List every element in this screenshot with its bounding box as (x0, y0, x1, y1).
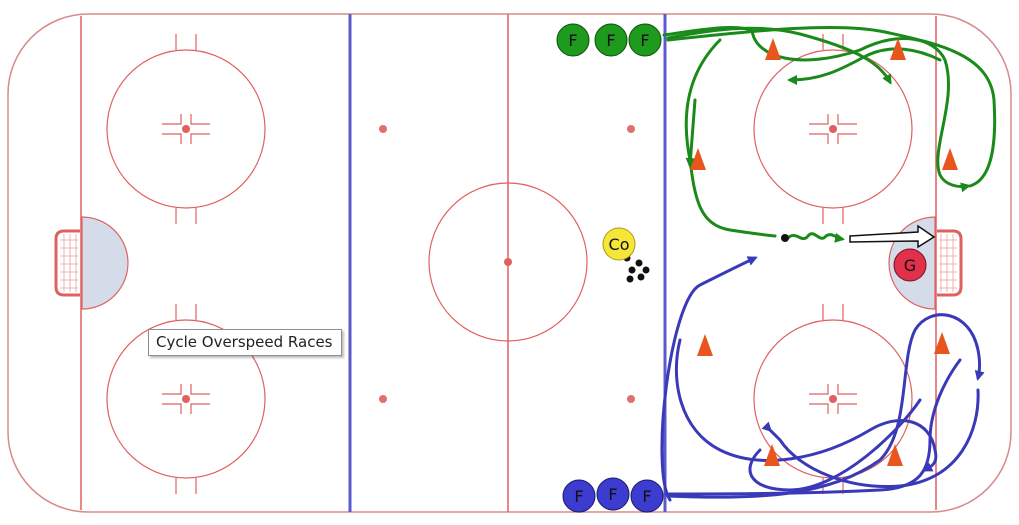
right-net-icon (937, 229, 963, 297)
cone-icon (697, 334, 713, 356)
coach-token[interactable]: Co (602, 227, 636, 261)
forward-token-blue-3[interactable]: F (630, 479, 664, 513)
blue-skating-routes (660, 256, 985, 502)
svg-text:Co: Co (609, 235, 630, 254)
faceoff-circle-bottom-left (106, 304, 266, 494)
svg-text:F: F (642, 487, 651, 506)
svg-text:G: G (904, 256, 916, 275)
shot-arrow (849, 224, 936, 249)
center-faceoff-dot (504, 258, 512, 266)
green-skating-routes (662, 25, 997, 243)
forward-token-green-3[interactable]: F (628, 23, 662, 57)
neutral-dot (627, 395, 635, 403)
cone-icon (942, 148, 958, 170)
svg-text:F: F (608, 485, 617, 504)
svg-text:F: F (574, 487, 583, 506)
forward-token-green-2[interactable]: F (594, 23, 628, 57)
cone-icon (764, 444, 780, 466)
neutral-dot (379, 125, 387, 133)
cone-icon (890, 38, 906, 60)
drill-title-tooltip: Cycle Overspeed Races (148, 329, 342, 356)
puck-icon (781, 234, 789, 242)
svg-text:F: F (568, 31, 577, 50)
cone-icon (690, 148, 706, 170)
center-faceoff-circle (428, 182, 588, 342)
left-net-icon (54, 229, 80, 297)
svg-text:F: F (640, 31, 649, 50)
cone-icon (934, 332, 950, 354)
svg-text:F: F (606, 31, 615, 50)
forward-token-blue-1[interactable]: F (562, 479, 596, 513)
goalie-token[interactable]: G (893, 248, 927, 282)
cone-icon (765, 38, 781, 60)
forward-token-blue-2[interactable]: F (596, 477, 630, 511)
left-crease (81, 216, 129, 310)
faceoff-circle-top-left (106, 34, 266, 224)
neutral-dot (627, 125, 635, 133)
neutral-dot (379, 395, 387, 403)
cone-icon (887, 444, 903, 466)
faceoff-circle-top-right (753, 34, 913, 224)
forward-token-green-1[interactable]: F (556, 23, 590, 57)
